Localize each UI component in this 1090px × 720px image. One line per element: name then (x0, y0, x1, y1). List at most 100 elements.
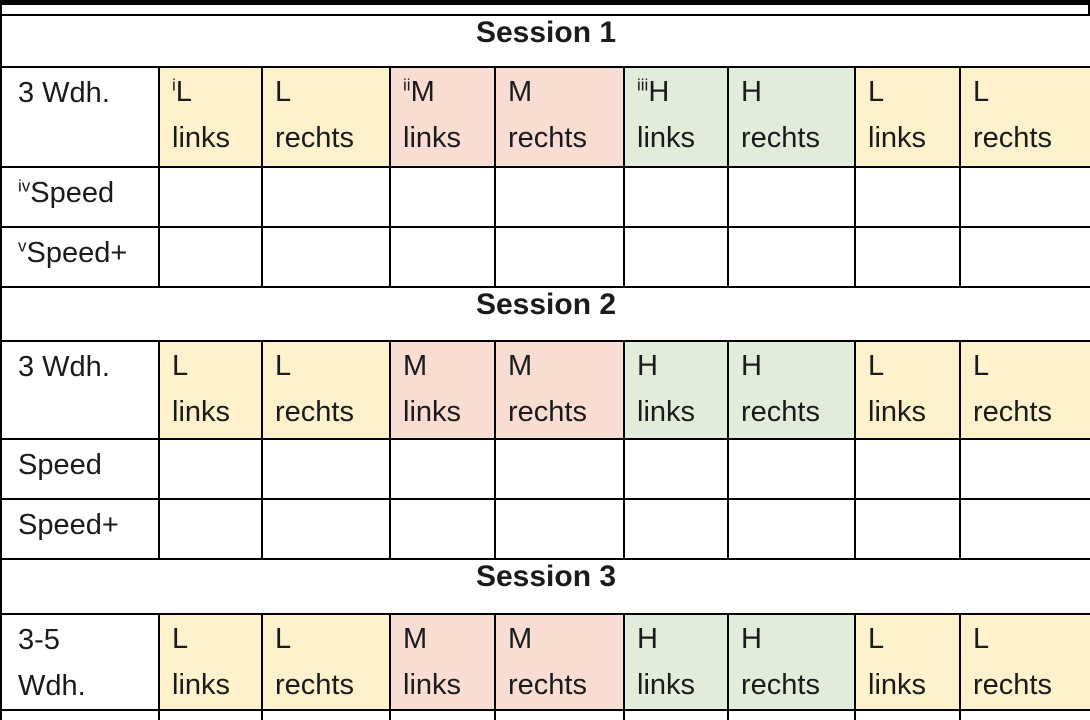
level-side: rechts (741, 396, 820, 428)
speed-label-cell: ivSpeed (0, 166, 160, 228)
entry-cell[interactable] (494, 709, 625, 720)
entry-cell[interactable] (158, 438, 263, 500)
level-side: links (868, 122, 927, 154)
level-code: L (172, 350, 189, 382)
level-side: rechts (508, 122, 587, 154)
level-cell-M-rechts: M rechts (494, 613, 625, 711)
reps-label-line2: Wdh. (18, 670, 86, 702)
level-code: M (508, 350, 533, 382)
entry-cell[interactable] (389, 166, 496, 228)
level-side: links (172, 669, 231, 701)
level-cell-H-links: H links (623, 613, 729, 711)
level-side: links (172, 396, 231, 428)
footnote-ref: v (18, 236, 27, 256)
level-cell-H-links: H links (623, 340, 729, 440)
session-title-row: Session 2 (0, 286, 1090, 342)
speed-row: Speed (0, 438, 1090, 500)
level-side: rechts (973, 122, 1052, 154)
entry-cell[interactable] (261, 166, 391, 228)
level-code: H (741, 623, 762, 655)
entry-cell[interactable] (389, 709, 496, 720)
level-cell-L-links: L links (158, 340, 263, 440)
entry-cell[interactable] (727, 709, 856, 720)
entry-cell[interactable] (389, 498, 496, 560)
entry-cell[interactable] (261, 438, 391, 500)
reps-label-cell: 3 Wdh. (0, 340, 160, 440)
level-cell-L-links: L links (854, 66, 961, 168)
entry-cell[interactable] (623, 498, 729, 560)
entry-cell[interactable] (623, 166, 729, 228)
level-code: iiM (403, 75, 435, 108)
speed-plus-label: Speed+ (18, 509, 119, 541)
entry-cell[interactable] (958, 438, 1090, 500)
level-cell-L-rechts: L rechts (958, 66, 1090, 168)
level-side: links (403, 122, 462, 154)
level-code: L (868, 350, 885, 382)
entry-cell[interactable] (494, 498, 625, 560)
level-side: links (868, 669, 927, 701)
session-3-title: Session 3 (0, 558, 1090, 615)
entry-cell[interactable] (958, 166, 1090, 228)
entry-cell[interactable] (494, 166, 625, 228)
entry-cell[interactable] (389, 438, 496, 500)
entry-cell[interactable] (727, 166, 856, 228)
level-side: links (403, 396, 462, 428)
speed-plus-row: vSpeed+ (0, 226, 1090, 288)
footnote-ref: ii (403, 75, 411, 95)
entry-cell[interactable] (854, 709, 961, 720)
entry-cell[interactable] (727, 438, 856, 500)
level-cell-H-rechts: H rechts (727, 340, 856, 440)
level-code: L (275, 76, 292, 108)
entry-cell[interactable] (854, 166, 961, 228)
entry-cell[interactable] (623, 438, 729, 500)
cutoff-row (0, 709, 1090, 720)
entry-cell[interactable] (158, 226, 263, 288)
level-side: rechts (275, 669, 354, 701)
level-code: iiiH (637, 75, 670, 108)
training-plan-table: Session 1 3 Wdh. iL links L rechts iiM l… (0, 14, 1090, 720)
level-cell-H-links: iiiH links (623, 66, 729, 168)
session-title-row: Session 1 (0, 14, 1090, 68)
entry-cell[interactable] (854, 438, 961, 500)
speed-label-cell (0, 709, 160, 720)
speed-plus-label-cell: vSpeed+ (0, 226, 160, 288)
level-cell-H-rechts: H rechts (727, 66, 856, 168)
entry-cell[interactable] (158, 498, 263, 560)
entry-cell[interactable] (727, 226, 856, 288)
entry-cell[interactable] (623, 226, 729, 288)
entry-cell[interactable] (158, 709, 263, 720)
entry-cell[interactable] (261, 498, 391, 560)
level-code: M (508, 76, 533, 108)
footnote-ref: i (172, 75, 176, 95)
level-side: rechts (508, 396, 587, 428)
entry-cell[interactable] (854, 498, 961, 560)
session-2-header-row: 3 Wdh. L links L rechts M links M rechts… (0, 340, 1090, 440)
level-code: H (741, 76, 762, 108)
level-code: H (637, 623, 658, 655)
entry-cell[interactable] (158, 166, 263, 228)
entry-cell[interactable] (727, 498, 856, 560)
entry-cell[interactable] (494, 438, 625, 500)
entry-cell[interactable] (623, 709, 729, 720)
entry-cell[interactable] (261, 709, 391, 720)
entry-cell[interactable] (958, 709, 1090, 720)
entry-cell[interactable] (854, 226, 961, 288)
speed-plus-label: Speed+ (26, 237, 128, 269)
reps-label-line1: 3 Wdh. (18, 351, 110, 383)
level-cell-L-links: iL links (158, 66, 263, 168)
entry-cell[interactable] (958, 226, 1090, 288)
level-cell-L-rechts: L rechts (261, 340, 391, 440)
level-side: rechts (973, 396, 1052, 428)
level-code: iL (172, 75, 192, 108)
entry-cell[interactable] (958, 498, 1090, 560)
entry-cell[interactable] (261, 226, 391, 288)
entry-cell[interactable] (389, 226, 496, 288)
entry-cell[interactable] (494, 226, 625, 288)
reps-label-line1: 3-5 (18, 624, 60, 656)
level-side: rechts (275, 122, 354, 154)
level-side: links (637, 669, 696, 701)
level-side: rechts (741, 669, 820, 701)
level-cell-L-rechts: L rechts (958, 613, 1090, 711)
level-code: L (868, 76, 885, 108)
level-code: M (508, 623, 533, 655)
